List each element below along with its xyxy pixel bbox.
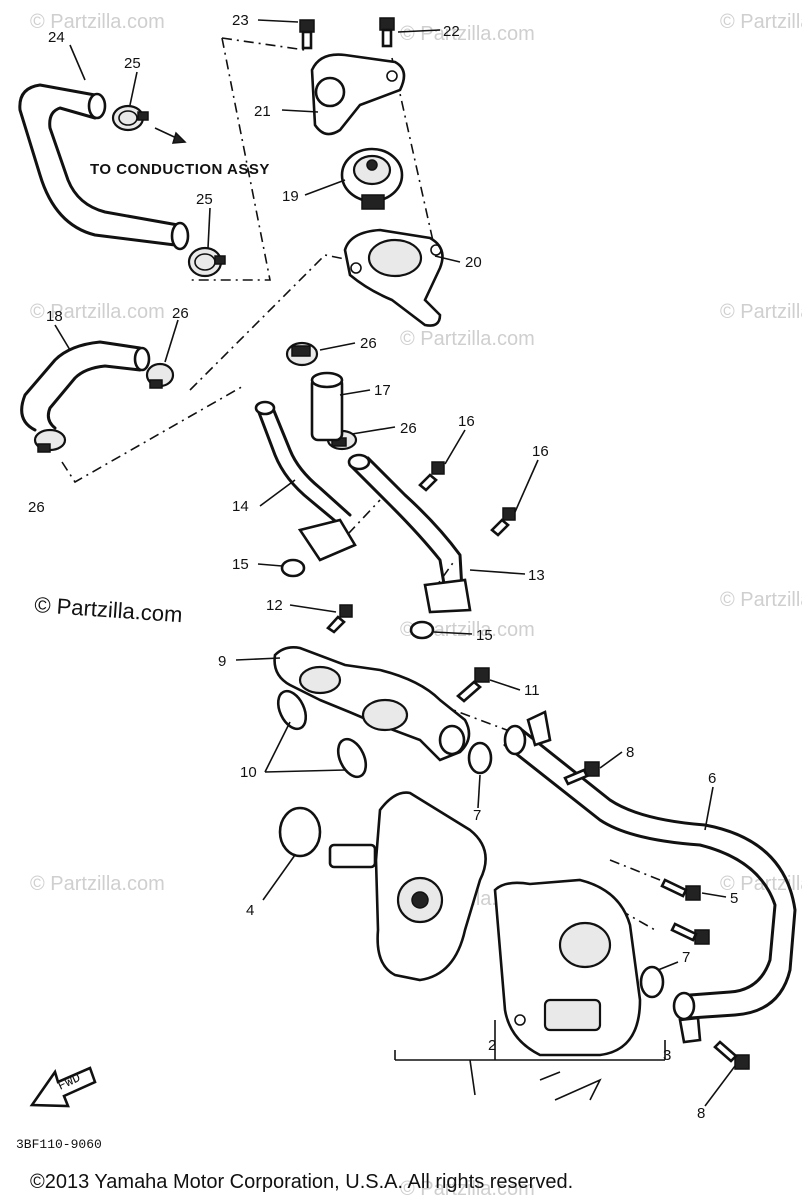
- callout-14: 14: [232, 498, 249, 515]
- gasket-10: [276, 689, 308, 731]
- callout-9: 9: [218, 653, 226, 670]
- callout-26: 26: [400, 420, 417, 437]
- callout-11: 11: [524, 682, 540, 699]
- pipe-6: [503, 710, 797, 1044]
- water-pump-impeller-2: [328, 791, 487, 982]
- leader-lines: [54, 19, 736, 1107]
- callout-6: 6: [708, 770, 716, 787]
- bolt-16: [418, 461, 445, 492]
- callout-23: 23: [232, 12, 249, 29]
- callout-16: 16: [532, 443, 549, 460]
- callout-13: 13: [528, 567, 545, 584]
- o-ring-15: [409, 620, 435, 640]
- watermark: © Partzilla.com: [400, 1178, 535, 1200]
- bolt-16: [490, 507, 516, 537]
- pipe-13: [347, 453, 472, 614]
- bolt-5: [660, 878, 701, 901]
- drain-hose: [539, 1071, 602, 1101]
- callout-17: 17: [374, 382, 391, 399]
- callout-25: 25: [124, 55, 141, 72]
- thermostat-housing-20: [343, 228, 444, 327]
- watermark: © Partzilla.com: [400, 23, 535, 45]
- note-to-conduction-assy: TO CONDUCTION ASSY: [90, 161, 270, 178]
- callout-21: 21: [254, 103, 271, 120]
- watermark: © Partzilla.com: [720, 873, 802, 895]
- front-arrow-icon: FWD: [29, 1066, 97, 1108]
- callout-25: 25: [196, 191, 213, 208]
- bolt-12: [326, 604, 353, 634]
- thermostat-cover-21: [310, 53, 406, 136]
- hose-clamp-26: [285, 341, 319, 367]
- gasket-10: [336, 737, 368, 779]
- callouts: 23 22 24 25 25 21 19 20 18 26 26 26 26 1…: [28, 12, 738, 1122]
- callout-26: 26: [172, 305, 189, 322]
- callout-18: 18: [46, 308, 63, 325]
- hose-clamp-26: [145, 362, 175, 389]
- callout-24: 24: [48, 29, 65, 46]
- water-pump-housing-3: [493, 878, 642, 1057]
- o-ring-15: [280, 558, 306, 578]
- bolt-8: [713, 1040, 750, 1070]
- callout-5: 5: [730, 890, 738, 907]
- callout-7: 7: [473, 807, 481, 824]
- callout-20: 20: [465, 254, 482, 271]
- callout-22: 22: [443, 23, 460, 40]
- callout-15: 15: [476, 627, 493, 644]
- watermark: © Partzilla.com: [720, 11, 802, 33]
- callout-26: 26: [360, 335, 377, 352]
- callout-12: 12: [266, 597, 283, 614]
- assembly-bracket: [394, 1020, 666, 1096]
- hose-clamp-25: [187, 246, 226, 278]
- copyright-notice: ©2013 Yamaha Motor Corporation, U.S.A. A…: [30, 1171, 573, 1193]
- callout-4: 4: [246, 902, 254, 919]
- pipe-17: [310, 371, 344, 442]
- bolt-22: [379, 17, 395, 48]
- callout-2: 2: [488, 1037, 496, 1054]
- drawing-code: 3BF110-9060: [16, 1137, 102, 1152]
- o-ring-7: [639, 965, 665, 999]
- arrow-head: [171, 131, 187, 144]
- watermark: © Partzilla.com: [30, 873, 165, 895]
- callout-16: 16: [458, 413, 475, 430]
- pipe-joint-9: [273, 646, 471, 762]
- callout-7: 7: [682, 949, 690, 966]
- o-ring-4: [278, 806, 322, 858]
- o-ring-7: [467, 741, 493, 775]
- watermark: © Partzilla.com: [720, 301, 802, 323]
- thermostat-19: [340, 147, 404, 210]
- callout-8: 8: [626, 744, 634, 761]
- hose-18: [20, 340, 151, 432]
- watermark: © Partzilla.com: [720, 589, 802, 611]
- callout-10: 10: [240, 764, 257, 781]
- watermark: © Partzilla.com: [400, 619, 535, 641]
- callout-19: 19: [282, 188, 299, 205]
- partzilla-watermark: © Partzilla.com: [34, 592, 184, 627]
- callout-8: 8: [697, 1105, 705, 1122]
- bolt-5: [670, 922, 710, 945]
- bolt-11: [455, 667, 490, 703]
- watermark: © Partzilla.com: [400, 328, 535, 350]
- pipe-14: [254, 400, 357, 562]
- hose-clamp-26: [33, 428, 67, 453]
- bolt-8: [563, 761, 600, 786]
- callout-26: 26: [28, 499, 45, 516]
- hose-clamp-25: [111, 104, 149, 132]
- callout-15: 15: [232, 556, 249, 573]
- bolt-23: [299, 19, 315, 50]
- watermark: © Partzilla.com: [30, 301, 165, 323]
- callout-3: 3: [663, 1047, 671, 1064]
- hose-24: [18, 83, 190, 251]
- watermark: © Partzilla.com: [30, 11, 165, 33]
